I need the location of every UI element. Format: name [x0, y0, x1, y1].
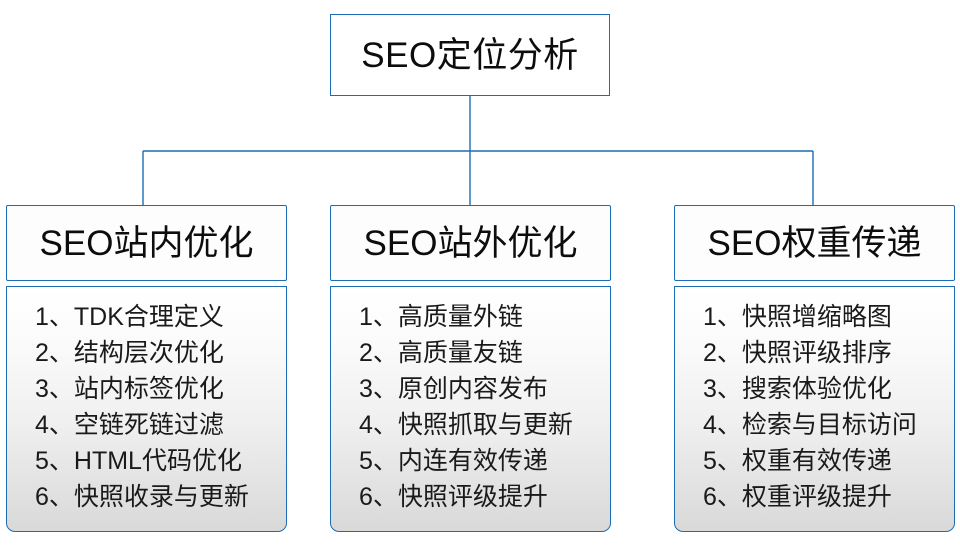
list-item: 1、高质量外链: [359, 303, 523, 331]
branch-header-label: SEO站内优化: [39, 223, 254, 263]
branch-body-weight-transfer: 1、快照增缩略图 2、快照评级排序 3、搜索体验优化 4、检索与目标访问 5、权…: [674, 286, 955, 532]
list-item: 4、空链死链过滤: [35, 411, 224, 439]
list-item: 2、快照评级排序: [703, 339, 892, 367]
list-item: 6、快照评级提升: [359, 483, 548, 511]
root-node-seo-positioning-analysis[interactable]: SEO定位分析: [330, 14, 610, 96]
list-item: 6、权重评级提升: [703, 483, 892, 511]
list-item: 1、TDK合理定义: [35, 303, 224, 331]
item-list-offsite-seo: 1、高质量外链 2、高质量友链 3、原创内容发布 4、快照抓取与更新 5、内连有…: [331, 299, 610, 515]
branch-header-label: SEO权重传递: [707, 223, 922, 263]
item-list-onsite-seo: 1、TDK合理定义 2、结构层次优化 3、站内标签优化 4、空链死链过滤 5、H…: [7, 299, 286, 515]
list-item: 4、检索与目标访问: [703, 411, 917, 439]
list-item: 1、快照增缩略图: [703, 303, 892, 331]
item-list-weight-transfer: 1、快照增缩略图 2、快照评级排序 3、搜索体验优化 4、检索与目标访问 5、权…: [675, 299, 954, 515]
branch-header-weight-transfer[interactable]: SEO权重传递: [674, 205, 955, 281]
list-item: 5、内连有效传递: [359, 447, 548, 475]
list-item: 6、快照收录与更新: [35, 483, 249, 511]
branch-header-onsite-seo[interactable]: SEO站内优化: [6, 205, 287, 281]
branch-column-offsite-seo: SEO站外优化 1、高质量外链 2、高质量友链 3、原创内容发布 4、快照抓取与…: [330, 205, 611, 532]
branch-column-onsite-seo: SEO站内优化 1、TDK合理定义 2、结构层次优化 3、站内标签优化 4、空链…: [6, 205, 287, 532]
list-item: 3、搜索体验优化: [703, 375, 892, 403]
list-item: 5、权重有效传递: [703, 447, 892, 475]
branch-column-weight-transfer: SEO权重传递 1、快照增缩略图 2、快照评级排序 3、搜索体验优化 4、检索与…: [674, 205, 955, 532]
branch-body-offsite-seo: 1、高质量外链 2、高质量友链 3、原创内容发布 4、快照抓取与更新 5、内连有…: [330, 286, 611, 532]
branch-header-label: SEO站外优化: [363, 223, 578, 263]
branch-body-onsite-seo: 1、TDK合理定义 2、结构层次优化 3、站内标签优化 4、空链死链过滤 5、H…: [6, 286, 287, 532]
list-item: 2、高质量友链: [359, 339, 523, 367]
list-item: 4、快照抓取与更新: [359, 411, 573, 439]
list-item: 2、结构层次优化: [35, 339, 224, 367]
root-node-label: SEO定位分析: [361, 35, 579, 75]
list-item: 5、HTML代码优化: [35, 447, 242, 475]
list-item: 3、原创内容发布: [359, 375, 548, 403]
branch-header-offsite-seo[interactable]: SEO站外优化: [330, 205, 611, 281]
list-item: 3、站内标签优化: [35, 375, 224, 403]
